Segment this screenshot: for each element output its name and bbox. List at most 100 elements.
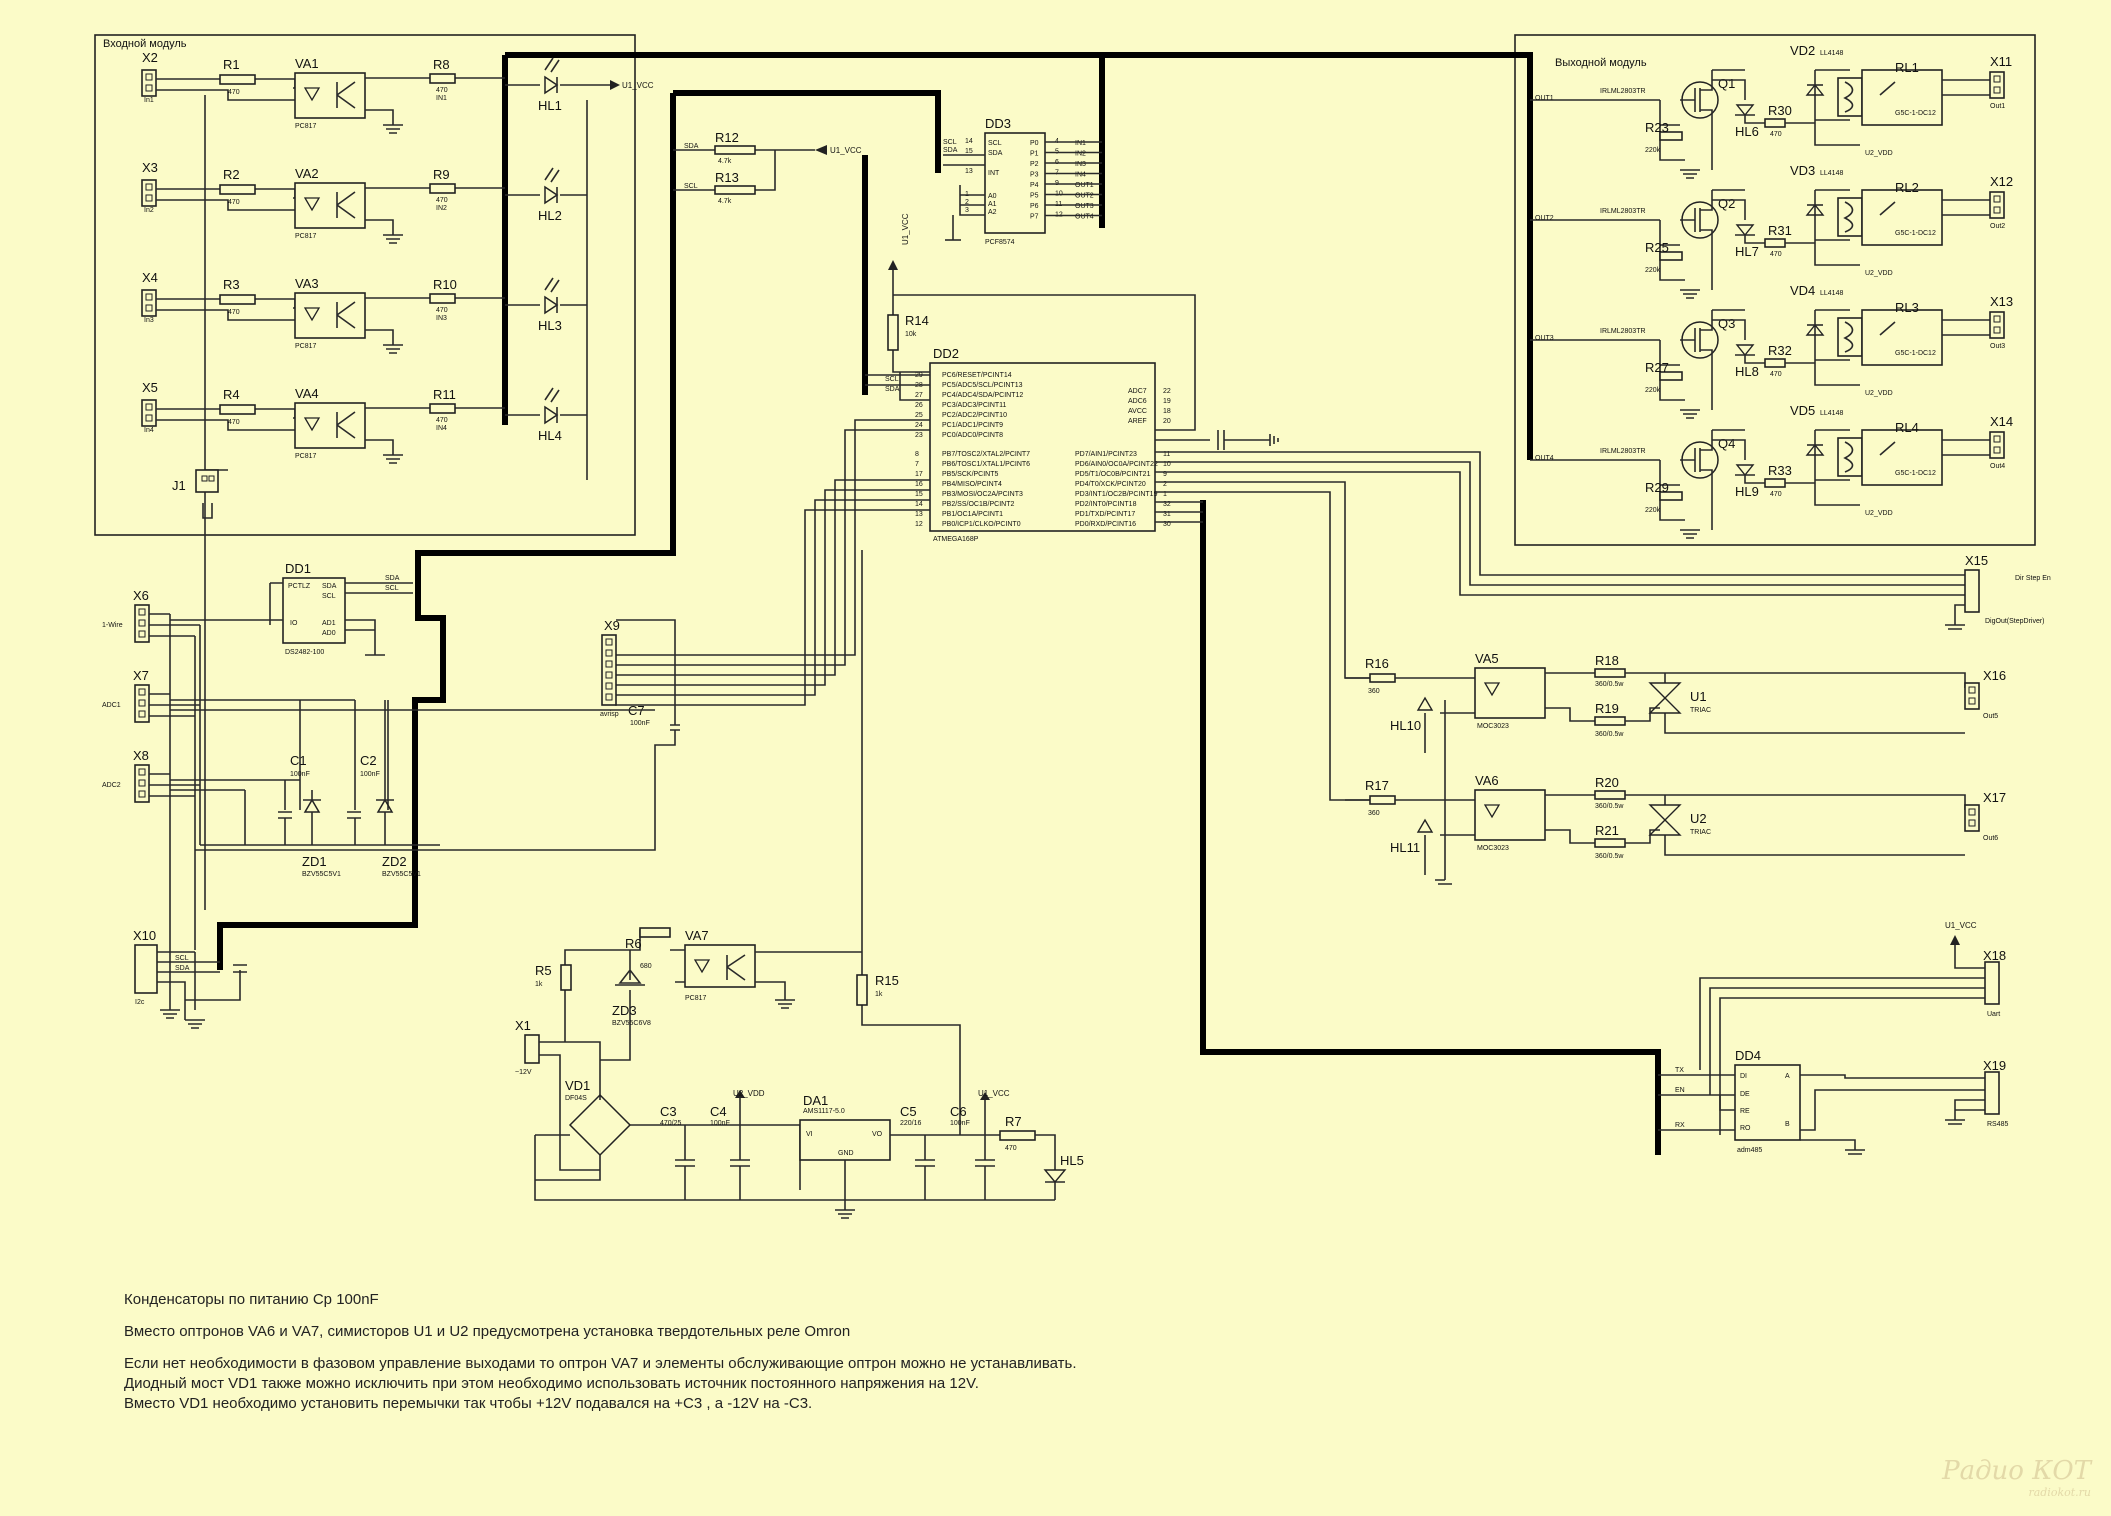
dd3-pin-num: 14 [965, 138, 973, 145]
dd3-net-label: IN2 [1075, 151, 1086, 158]
dd3-pin-num: 13 [965, 168, 973, 175]
input-conn-ref: X4 [142, 270, 158, 285]
triac-resistor-b [1594, 716, 1626, 726]
dd3-sda-net: SDA [943, 147, 958, 154]
triac-common [1435, 700, 1452, 885]
x1-label: ~12V [515, 1069, 532, 1076]
dd3-pin-num: 3 [965, 207, 969, 214]
input-led-ref: HL2 [538, 208, 562, 223]
hl5-ref: HL5 [1060, 1153, 1084, 1168]
dd2-pin-num: 2 [1163, 481, 1167, 488]
dd2-pin-label: PC6/RESET/PCINT14 [942, 372, 1012, 379]
triac-connector-pin [1968, 808, 1976, 816]
i2c-pullups: U1_VCC R12 4.7k R13 4.7k SDA SCL [673, 130, 862, 205]
input-led-ref: HL4 [538, 428, 562, 443]
dd4-pin-di: DI [1740, 1073, 1747, 1080]
triac-part: TRIAC [1690, 707, 1711, 714]
input-net-label: IN1 [436, 95, 447, 102]
c4-vdd-label: U2_VDD [733, 1089, 765, 1098]
x6-body [134, 604, 150, 643]
input-conn-ref: X5 [142, 380, 158, 395]
triac-connector-pin [1968, 819, 1976, 827]
gate-resistor [1659, 491, 1683, 501]
led-resistor [1764, 238, 1786, 248]
dd2-pin-num: 30 [1163, 521, 1171, 528]
relay-part: G5C-1-DC12 [1895, 350, 1936, 357]
avrisp-wires [615, 419, 930, 706]
dd2-pin-num: 13 [915, 511, 923, 518]
dd1-part: DS2482-100 [285, 649, 324, 656]
da1-pin-vi: VI [806, 1131, 813, 1138]
x8-label: ADC2 [102, 782, 121, 789]
input-net-label: IN3 [436, 315, 447, 322]
c2-value: 100nF [360, 771, 380, 778]
opto-led [303, 87, 321, 102]
output-module-frame [1514, 34, 2036, 546]
input-r2-ref: R10 [433, 277, 457, 292]
x9-pin [605, 682, 613, 690]
dd3-pin-label: P7 [1030, 214, 1039, 221]
x7-pin [138, 688, 146, 696]
x15-sublabel: DigOut(StepDriver) [1985, 618, 2045, 625]
x6-pin [138, 608, 146, 616]
dd3-pin-label: SDA [988, 150, 1003, 157]
input-r2-ref: R11 [433, 387, 456, 402]
triac-opto-led [1483, 682, 1501, 697]
x9-pin [605, 693, 613, 701]
diode-ref: VD5 [1790, 403, 1815, 418]
x15-ref: X15 [1965, 553, 1988, 568]
va7-ref: VA7 [685, 928, 709, 943]
input-opto-part: PC817 [295, 453, 317, 460]
dd2-pin-label: PB3/MOSI/OC2A/PCINT3 [942, 491, 1023, 498]
zd2-ref: ZD2 [382, 854, 407, 869]
input-resistor-2 [429, 183, 456, 194]
dd2-pin-num: 1 [1163, 491, 1167, 498]
output-led [1735, 224, 1755, 237]
led-resistor [1764, 478, 1786, 488]
x7-pin [138, 710, 146, 718]
i2c-bus [217, 90, 941, 970]
vd1-ref: VD1 [565, 1078, 590, 1093]
led-r-ref: R32 [1768, 343, 1792, 358]
input-vcc-label: U1_VCC [622, 81, 654, 90]
dd2-pin-label: PC0/ADC0/PCINT8 [942, 432, 1003, 439]
flyback-diode [1805, 203, 1825, 216]
dd3-pin-label: SCL [988, 140, 1002, 147]
dd2-pin-label: ADC7 [1128, 388, 1147, 395]
dd3-scl-net: SCL [943, 139, 957, 146]
dd1-pin-ad1: AD1 [322, 620, 336, 627]
dd2-pin-label: AVCC [1128, 408, 1147, 415]
input-common-wires [204, 95, 588, 910]
dd4-pin-re: RE [1740, 1108, 1750, 1115]
opto-led [303, 197, 321, 212]
mosfet-ref: Q4 [1718, 436, 1735, 451]
output-led-ref: HL8 [1735, 364, 1759, 379]
dd2-pin-num: 9 [1163, 471, 1167, 478]
output-net-label: OUT3 [1535, 335, 1554, 342]
input-connector-pin [145, 84, 153, 92]
triac-opto [1474, 789, 1546, 841]
triac-ref: U1 [1690, 689, 1707, 704]
dd3-net-label: OUT3 [1075, 203, 1094, 210]
dd4-pin-b: B [1785, 1121, 1790, 1128]
x6-pin [138, 630, 146, 638]
c5-ref: C5 [900, 1104, 917, 1119]
dd2-pin-label: PC2/ADC2/PCINT10 [942, 412, 1007, 419]
input-r-ref: R3 [223, 277, 240, 292]
relay-ref: RL2 [1895, 180, 1919, 195]
input-led-ref: HL3 [538, 318, 562, 333]
dd2-pin-label: PC5/ADC5/SCL/PCINT13 [942, 382, 1023, 389]
input-conn-ref: X2 [142, 50, 158, 65]
dd2-pin-label: ADC6 [1128, 398, 1147, 405]
notes: Конденсаторы по питанию Cp 100nF Вместо … [124, 1290, 1077, 1414]
dd2-pin-num: 8 [915, 451, 919, 458]
r6-ref: R6 [625, 936, 642, 951]
output-net-label: OUT2 [1535, 215, 1554, 222]
diode-ref: VD4 [1790, 283, 1815, 298]
connector-x6: X61-Wire [102, 588, 200, 643]
